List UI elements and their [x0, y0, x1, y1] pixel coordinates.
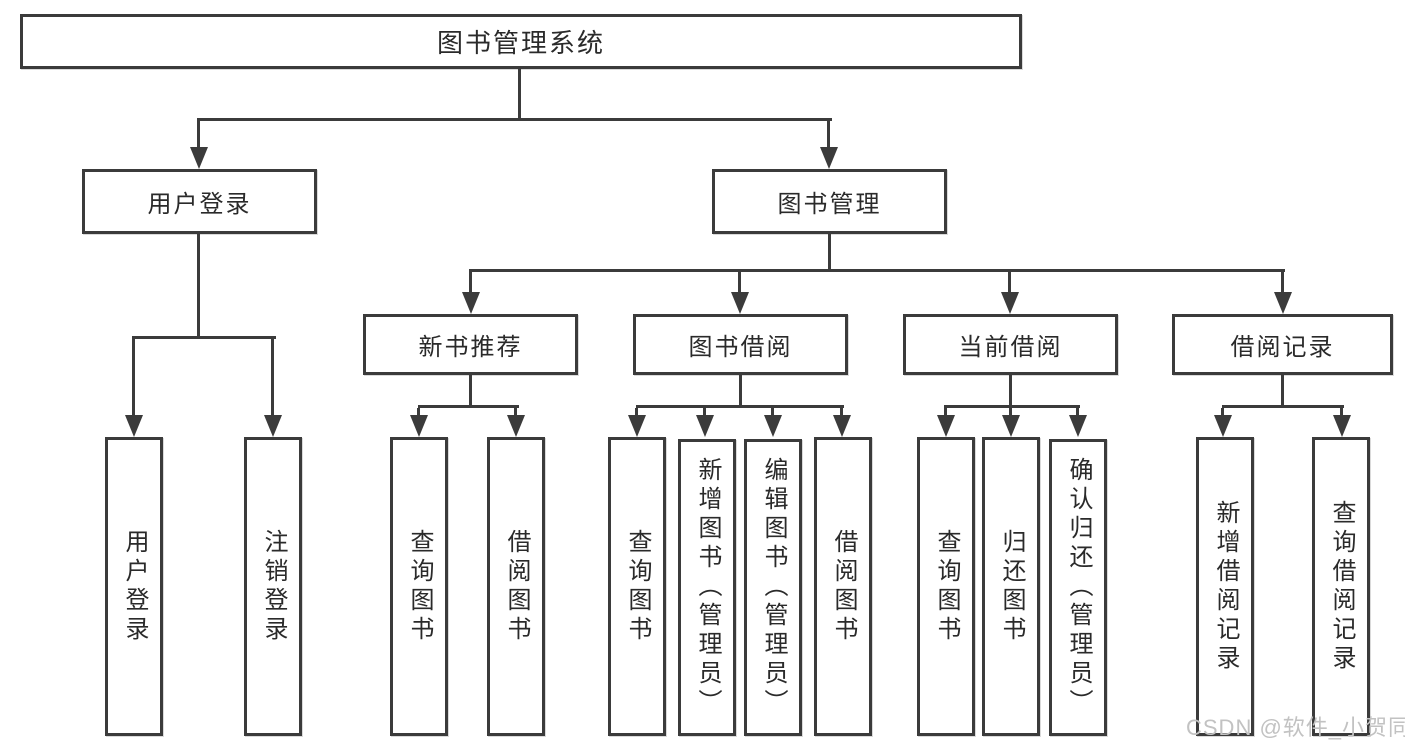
leaf-confirm-return-admin: 确认归还（管理员）: [1049, 439, 1107, 736]
connector-mgmt-stem: [828, 233, 831, 272]
node-current-borrowing: 当前借阅: [903, 314, 1118, 375]
node-new-book-recommend: 新书推荐: [363, 314, 578, 375]
connector-login-stem: [197, 232, 200, 339]
arrow-down-icon: [462, 272, 480, 314]
leaf-borrow-book: 借阅图书: [487, 437, 545, 736]
arrow-down-icon: [1001, 272, 1019, 314]
arrow-down-icon: [507, 408, 525, 437]
node-library-system: 图书管理系统: [20, 14, 1022, 69]
arrow-down-icon: [731, 272, 749, 314]
leaf-add-borrow-record: 新增借阅记录: [1196, 437, 1254, 736]
arrow-down-icon: [1214, 408, 1232, 437]
leaf-borrow-book: 借阅图书: [814, 437, 872, 736]
connector-recommend-bus: [418, 405, 519, 408]
arrow-down-icon: [190, 121, 208, 169]
arrow-down-icon: [1333, 408, 1351, 437]
arrow-down-icon: [628, 408, 646, 437]
connector-root-bus: [197, 118, 832, 121]
leaf-query-book: 查询图书: [390, 437, 448, 736]
arrow-down-icon: [410, 408, 428, 437]
leaf-query-borrow-record: 查询借阅记录: [1312, 437, 1370, 736]
connector-records-stem: [1281, 374, 1284, 408]
connector-current-bus: [944, 405, 1080, 408]
connector-login-bus: [132, 336, 276, 339]
node-book-borrowing: 图书借阅: [633, 314, 848, 375]
leaf-query-book: 查询图书: [917, 437, 975, 736]
node-book-management: 图书管理: [712, 169, 947, 234]
connector-borrowing-stem: [739, 374, 742, 408]
arrow-down-icon: [696, 408, 714, 437]
node-user-login: 用户登录: [82, 169, 317, 234]
arrow-down-icon: [264, 339, 282, 437]
leaf-edit-book-admin: 编辑图书（管理员）: [744, 439, 802, 736]
connector-recommend-stem: [469, 374, 472, 408]
arrow-down-icon: [1274, 272, 1292, 314]
arrow-down-icon: [833, 408, 851, 437]
leaf-user-login: 用户登录: [105, 437, 163, 736]
leaf-return-book: 归还图书: [982, 437, 1040, 736]
arrow-down-icon: [1069, 408, 1087, 437]
arrow-down-icon: [125, 339, 143, 437]
connector-records-bus: [1222, 405, 1344, 408]
connector-mgmt-bus: [469, 269, 1285, 272]
arrow-down-icon: [764, 408, 782, 437]
node-borrowing-records: 借阅记录: [1172, 314, 1393, 375]
arrow-down-icon: [937, 408, 955, 437]
connector-root-stem: [518, 67, 521, 121]
leaf-query-book: 查询图书: [608, 437, 666, 736]
csdn-watermark: CSDN @软件_小贺同学: [1186, 715, 1405, 740]
leaf-logout: 注销登录: [244, 437, 302, 736]
leaf-add-book-admin: 新增图书（管理员）: [678, 439, 736, 736]
arrow-down-icon: [820, 121, 838, 169]
arrow-down-icon: [1002, 408, 1020, 437]
connector-borrowing-bus: [636, 405, 844, 408]
connector-current-stem: [1009, 374, 1012, 408]
